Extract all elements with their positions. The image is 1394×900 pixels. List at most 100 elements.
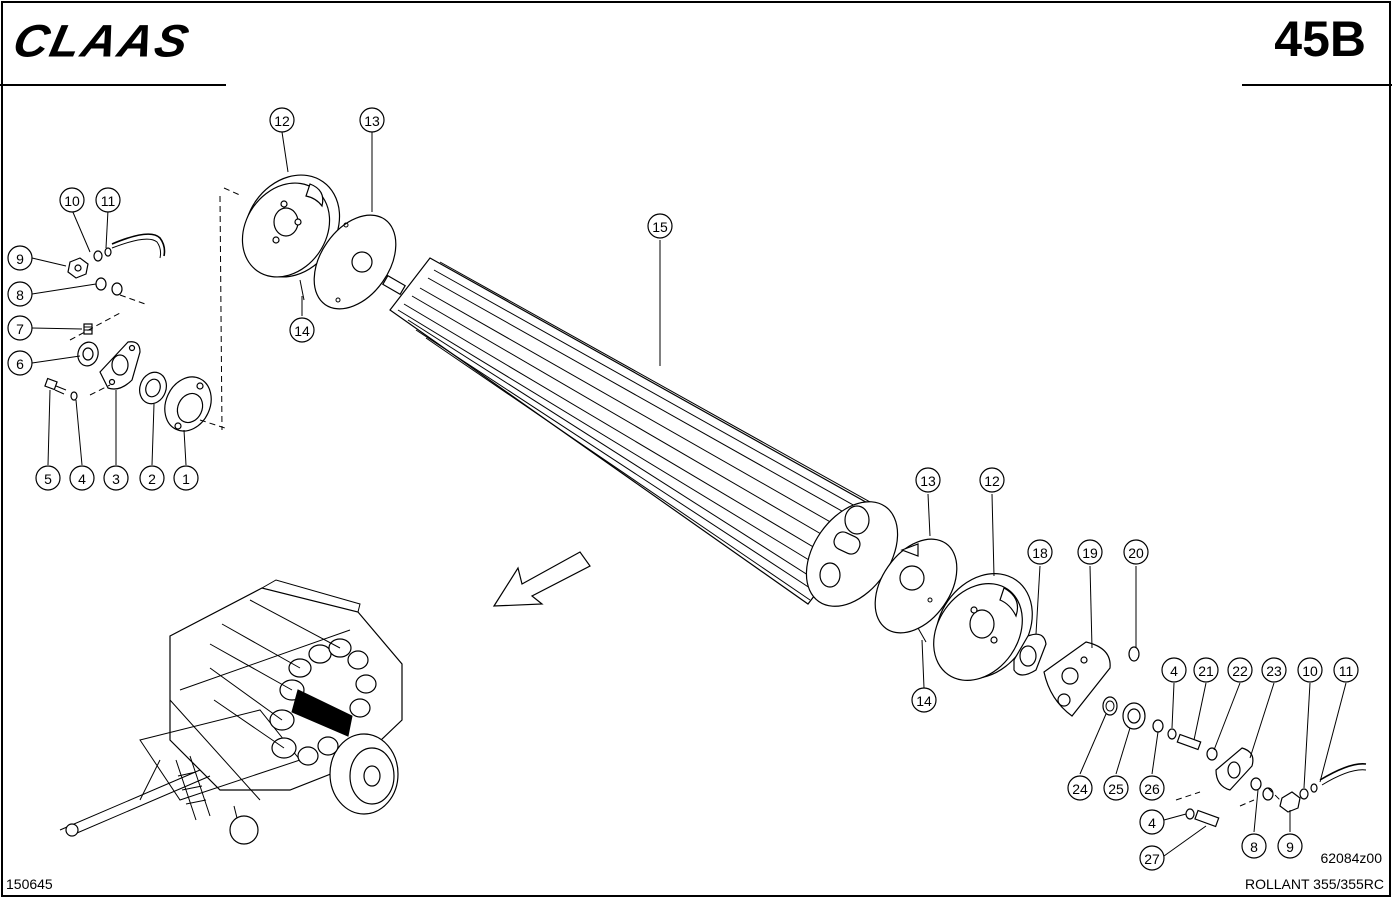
callout-label: 23 xyxy=(1266,663,1282,679)
callout-12: 12 xyxy=(269,107,295,133)
callout-2: 2 xyxy=(139,465,165,491)
part-bolt-5 xyxy=(44,377,67,395)
callout-14: 14 xyxy=(911,687,937,713)
callout-10: 10 xyxy=(59,187,85,213)
callout-label: 9 xyxy=(1286,839,1294,855)
callout-label: 4 xyxy=(1148,815,1156,831)
pin-14-left xyxy=(299,279,305,301)
part-ring-24 xyxy=(1102,696,1118,716)
grease-hose-right xyxy=(1319,763,1367,781)
part-bolt-27 xyxy=(1194,809,1220,828)
page-code-underline xyxy=(1242,84,1392,86)
callout-3: 3 xyxy=(103,465,129,491)
right-bearing-assembly xyxy=(1013,633,1367,828)
callout-7: 7 xyxy=(7,315,33,341)
travel-direction-arrow xyxy=(492,551,591,607)
part-washer-4-right xyxy=(1167,728,1177,740)
part-clip-20 xyxy=(1128,646,1140,662)
callout-label: 7 xyxy=(16,321,24,337)
part-plate-19 xyxy=(1043,641,1111,717)
callout-9: 9 xyxy=(7,245,33,271)
part-washers-8-10-11 xyxy=(93,247,123,296)
callout-13: 13 xyxy=(359,107,385,133)
callout-24: 24 xyxy=(1067,775,1093,801)
callout-label: 24 xyxy=(1072,781,1088,797)
callout-label: 11 xyxy=(101,193,116,209)
callout-label: 12 xyxy=(984,473,1000,489)
callout-10: 10 xyxy=(1297,657,1323,683)
callout-6: 6 xyxy=(7,350,33,376)
part-washer-22 xyxy=(1206,747,1218,761)
callout-label: 27 xyxy=(1144,851,1160,867)
part-plate-23 xyxy=(1215,747,1254,791)
callout-8: 8 xyxy=(7,281,33,307)
right-end-disc-12 xyxy=(933,573,1033,681)
callout-label: 10 xyxy=(1302,663,1318,679)
callout-20: 20 xyxy=(1123,539,1149,565)
grease-hose-left xyxy=(111,233,166,257)
page-code: 45B xyxy=(1274,11,1366,67)
callout-label: 3 xyxy=(112,471,120,487)
part-flange-1 xyxy=(164,376,212,432)
callout-26: 26 xyxy=(1139,775,1165,801)
callout-label: 8 xyxy=(16,287,24,303)
roller-15 xyxy=(382,257,899,607)
callout-label: 18 xyxy=(1032,545,1048,561)
callout-label: 26 xyxy=(1144,781,1160,797)
callout-4: 4 xyxy=(1161,657,1187,683)
callout-15: 15 xyxy=(647,213,673,239)
callout-25: 25 xyxy=(1103,775,1129,801)
callout-label: 2 xyxy=(148,471,156,487)
callout-22: 22 xyxy=(1227,657,1253,683)
left-cover-disc-13 xyxy=(313,214,397,310)
callout-label: 14 xyxy=(294,323,310,339)
part-washer-8-right xyxy=(1250,777,1262,791)
left-end-disc-12 xyxy=(241,174,341,278)
callout-13: 13 xyxy=(915,467,941,493)
callout-label: 1 xyxy=(182,471,190,487)
baler-overview-sketch xyxy=(59,579,403,845)
brand-underline xyxy=(0,84,226,86)
callout-label: 8 xyxy=(1250,839,1258,855)
leader-lines xyxy=(31,131,1347,857)
part-washer-26 xyxy=(1152,719,1164,733)
callout-label: 19 xyxy=(1082,545,1098,561)
callout-label: 11 xyxy=(1339,663,1354,679)
callout-4: 4 xyxy=(1139,809,1165,835)
drawing-reference: 62084z00 xyxy=(1320,850,1382,866)
callout-23: 23 xyxy=(1261,657,1287,683)
pin-14-right xyxy=(917,627,927,643)
part-ring-6 xyxy=(77,341,99,367)
part-bolt-21 xyxy=(1176,733,1202,751)
part-washer-4 xyxy=(70,391,78,401)
callout-label: 21 xyxy=(1198,663,1214,679)
callout-4: 4 xyxy=(69,465,95,491)
part-flange-18 xyxy=(1013,633,1047,676)
callout-11: 11 xyxy=(95,187,121,213)
callout-label: 20 xyxy=(1128,545,1144,561)
callout-label: 12 xyxy=(274,113,290,129)
callout-9: 9 xyxy=(1277,833,1303,859)
callout-label: 6 xyxy=(16,356,24,372)
part-nut-9 xyxy=(67,257,89,279)
callout-label: 14 xyxy=(916,693,932,709)
callout-label: 15 xyxy=(652,219,668,235)
part-nut-9-right xyxy=(1279,791,1301,813)
part-nipple-7 xyxy=(83,323,93,335)
callout-11: 11 xyxy=(1333,657,1359,683)
part-bearing-2 xyxy=(139,371,167,405)
right-cover-disc-13 xyxy=(874,538,958,634)
callout-label: 13 xyxy=(920,473,936,489)
callout-12: 12 xyxy=(979,467,1005,493)
part-bearing-25 xyxy=(1122,702,1146,730)
callout-label: 22 xyxy=(1232,663,1248,679)
callout-19: 19 xyxy=(1077,539,1103,565)
callout-label: 4 xyxy=(1170,663,1178,679)
part-plate-3 xyxy=(99,341,141,390)
callout-14: 14 xyxy=(289,317,315,343)
callout-label: 5 xyxy=(44,471,52,487)
callout-5: 5 xyxy=(35,465,61,491)
